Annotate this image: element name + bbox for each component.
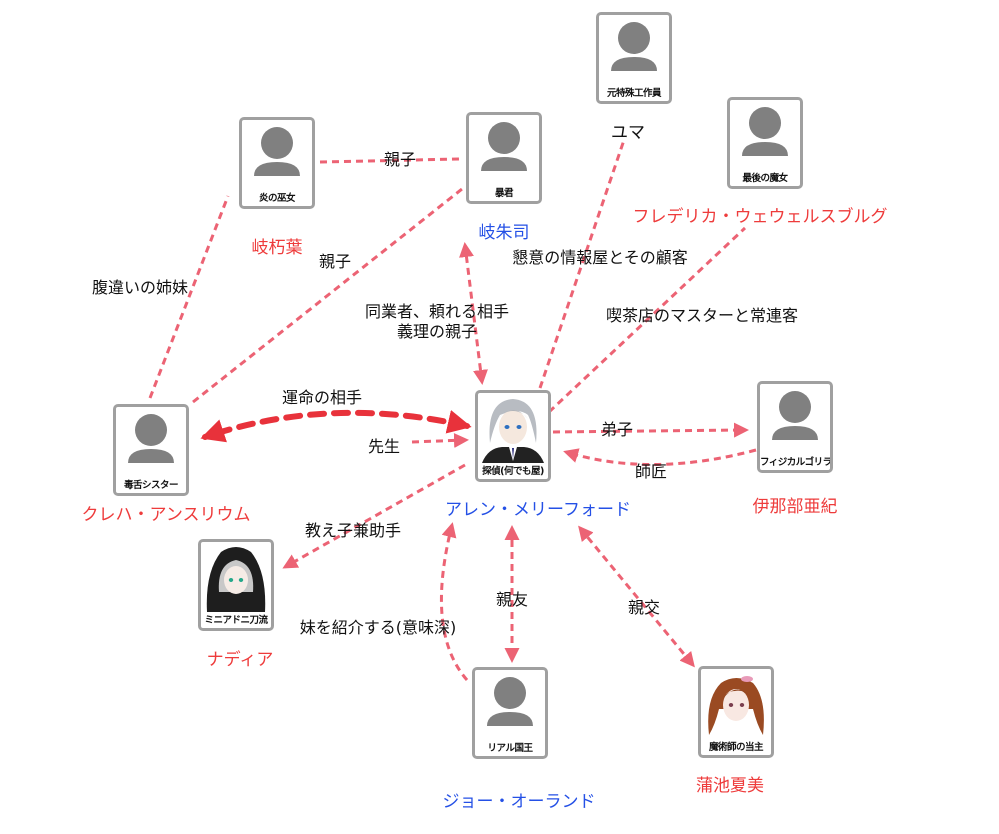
character-name-yuma: ユマ (611, 123, 645, 143)
edge-allen-natsumi (578, 525, 695, 668)
character-card-kureha[interactable]: 毒舌シスター (113, 404, 189, 496)
character-role: リアル国王 (487, 743, 533, 754)
character-name-natsumi: 蒲池夏美 (696, 776, 764, 796)
default-person-icon (487, 677, 533, 726)
character-role: 毒舌シスター (123, 480, 179, 491)
character-card-allen[interactable]: 探偵(何でも屋) (475, 390, 551, 482)
edge-label: 親交 (627, 598, 661, 617)
character-role: 最後の魔女 (742, 173, 788, 184)
character-name-allen: アレン・メリーフォード (445, 500, 631, 520)
edge-label: 同業者、頼れる相手 義理の親子 (364, 302, 510, 341)
character-portrait-brown-hair (708, 676, 764, 735)
default-person-icon (254, 127, 300, 176)
edge-allen-frederica (547, 226, 747, 414)
default-person-icon (742, 107, 788, 156)
character-card-iname[interactable]: フィジカルゴリラ (757, 381, 833, 473)
edge-allen-yuma (538, 139, 626, 389)
edge-label: 親友 (495, 590, 529, 609)
edge-label: 弟子 (600, 420, 634, 439)
character-card-nadia[interactable]: ミニアドニ刀流 (198, 539, 274, 631)
character-name-joe: ジョー・オーランド (442, 792, 596, 812)
edge-label: 懇意の情報屋とその顧客 (512, 248, 688, 267)
character-portrait-silver-hair (482, 399, 544, 463)
edge-kureha-kikyuuha (148, 195, 230, 399)
edge-nadia-allen (411, 432, 469, 448)
default-person-icon (128, 414, 174, 463)
character-role: 魔術師の当主 (708, 742, 764, 753)
default-person-icon (772, 391, 818, 440)
character-role: 暴君 (494, 188, 514, 199)
edge-label: 運命の相手 (281, 388, 363, 407)
character-name-kureha: クレハ・アンスリウム (81, 505, 251, 525)
edge-label: 腹違いの姉妹 (91, 278, 189, 297)
character-card-frederica[interactable]: 最後の魔女 (727, 97, 803, 189)
character-name-nadia: ナディア (206, 650, 274, 670)
character-name-iname: 伊那部亜紀 (752, 497, 838, 517)
edge-label: 教え子兼助手 (304, 521, 402, 540)
character-name-frederica: フレデリカ・ウェウェルスブルグ (632, 207, 888, 227)
character-card-kikyuuha[interactable]: 炎の巫女 (239, 117, 315, 209)
character-name-kikyuuha: 岐朽葉 (251, 238, 303, 258)
edge-joe-allen (439, 522, 469, 681)
character-role: 探偵(何でも屋) (482, 466, 544, 477)
edge-label: 喫茶店のマスターと常連客 (605, 306, 799, 325)
character-card-kishushi[interactable]: 暴君 (466, 112, 542, 204)
character-card-yuma[interactable]: 元特殊工作員 (596, 12, 672, 104)
edge-label: 師匠 (634, 462, 668, 481)
character-role: 元特殊工作員 (606, 88, 662, 99)
edge-iname-allen (563, 448, 757, 466)
edge-allen-kureha (200, 409, 472, 443)
character-role: ミニアドニ刀流 (204, 615, 268, 626)
edge-allen-nadia (282, 463, 466, 569)
edge-label: 先生 (367, 437, 401, 456)
character-role: フィジカルゴリラ (760, 457, 832, 468)
character-portrait-hooded (206, 547, 266, 612)
character-role: 炎の巫女 (258, 193, 296, 204)
default-person-icon (481, 122, 527, 171)
edge-kureha-kishushi (192, 187, 463, 404)
character-card-joe[interactable]: リアル国王 (472, 667, 548, 759)
default-person-icon (611, 22, 657, 71)
character-card-natsumi[interactable]: 魔術師の当主 (698, 666, 774, 758)
edge-label: 妹を紹介する(意味深) (299, 618, 457, 637)
edge-label: 親子 (383, 150, 417, 169)
edge-label: 親子 (318, 252, 352, 271)
character-name-kishushi: 岐朱司 (478, 223, 530, 243)
edge-allen-iname (552, 422, 749, 438)
